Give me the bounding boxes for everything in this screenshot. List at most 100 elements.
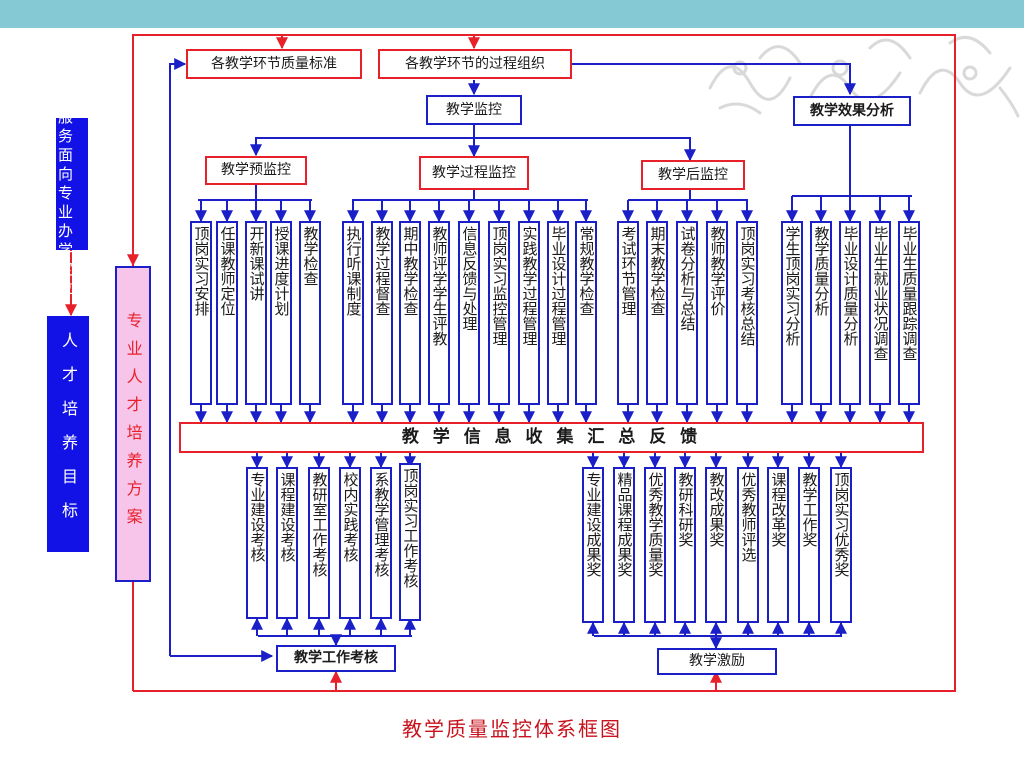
assess-item: 教研室工作考核 [308, 467, 330, 619]
assess-item: 课程建设考核 [276, 467, 298, 619]
talent-goal-label: 人才培养目标 [59, 332, 78, 536]
effect-item-label: 教学质量分析 [812, 226, 831, 316]
pre-item: 教学检查 [299, 221, 321, 405]
incentive-box: 教学激励 [657, 648, 777, 675]
post-item: 试卷分析与总结 [676, 221, 698, 405]
award-item: 教学工作奖 [798, 467, 820, 623]
assess-item-label: 课程建设考核 [278, 472, 297, 562]
assess-item-label: 教研室工作考核 [310, 472, 329, 577]
process-item-label: 信息反馈与处理 [460, 226, 479, 331]
assess-item: 校内实践考核 [339, 467, 361, 619]
teaching-monitor-label: 教学监控 [446, 101, 502, 118]
post-monitor-label: 教学后监控 [658, 166, 728, 183]
award-item: 精品课程成果奖 [613, 467, 635, 623]
award-item: 优秀教师评选 [737, 467, 759, 623]
pre-item-label: 授课进度计划 [272, 226, 291, 316]
award-item-label: 优秀教学质量奖 [646, 472, 665, 577]
process-item: 执行听课制度 [342, 221, 364, 405]
work-assess-label: 教学工作考核 [294, 650, 378, 667]
award-item-label: 教学工作奖 [800, 472, 819, 547]
process-item-label: 教师评学学生评教 [430, 226, 449, 346]
process-org-label: 各教学环节的过程组织 [405, 55, 545, 72]
process-item: 教学过程督查 [371, 221, 393, 405]
post-item: 教师教学评价 [706, 221, 728, 405]
effect-item: 学生顶岗实习分析 [781, 221, 803, 405]
post-item-label: 顶岗实习考核总结 [738, 226, 757, 346]
teaching-monitor-box: 教学监控 [426, 95, 522, 125]
post-monitor-box: 教学后监控 [641, 160, 745, 190]
process-item-label: 教学过程督查 [373, 226, 392, 316]
pre-item: 开新课试讲 [245, 221, 267, 405]
top-banner [0, 0, 1024, 28]
assess-item-label: 专业建设考核 [248, 472, 267, 562]
award-item-label: 精品课程成果奖 [615, 472, 634, 577]
award-item-label: 课程改革奖 [769, 472, 788, 547]
award-item-label: 专业建设成果奖 [584, 472, 603, 577]
process-item: 常规教学检查 [575, 221, 597, 405]
effect-item-label: 毕业设计质量分析 [841, 226, 860, 346]
process-monitor-box: 教学过程监控 [419, 156, 529, 190]
effect-item: 毕业设计质量分析 [839, 221, 861, 405]
pre-item-label: 开新课试讲 [247, 226, 266, 301]
award-item-label: 顶岗实习优秀奖 [832, 472, 851, 577]
award-item: 教改成果奖 [705, 467, 727, 623]
effect-item-label: 学生顶岗实习分析 [783, 226, 802, 346]
effect-item: 毕业生质量跟踪调查 [898, 221, 920, 405]
award-item: 顶岗实习优秀奖 [830, 467, 852, 623]
process-item-label: 执行听课制度 [344, 226, 363, 316]
process-org-box: 各教学环节的过程组织 [378, 49, 572, 79]
post-item: 期末教学检查 [646, 221, 668, 405]
pre-monitor-label: 教学预监控 [221, 162, 291, 179]
process-item-label: 顶岗实习监控管理 [490, 226, 509, 346]
award-item-label: 教研科研奖 [676, 472, 695, 547]
post-item: 顶岗实习考核总结 [736, 221, 758, 405]
assess-item: 系教学管理考核 [370, 467, 392, 619]
post-item-label: 教师教学评价 [708, 226, 727, 316]
process-item-label: 毕业设计过程管理 [549, 226, 568, 346]
positioning-box: 专业服务面向专业办学定位 [56, 70, 88, 297]
process-item: 实践教学过程管理 [518, 221, 540, 405]
award-item: 课程改革奖 [767, 467, 789, 623]
pre-item-label: 顶岗实习安排 [192, 226, 211, 316]
assess-item: 顶岗实习工作考核 [399, 463, 421, 621]
award-item-label: 优秀教师评选 [739, 472, 758, 562]
award-item: 教研科研奖 [674, 467, 696, 623]
post-item: 考试环节管理 [617, 221, 639, 405]
process-item-label: 常规教学检查 [577, 226, 596, 316]
award-item: 专业建设成果奖 [582, 467, 604, 623]
pre-monitor-box: 教学预监控 [205, 156, 307, 185]
process-item: 教师评学学生评教 [428, 221, 450, 405]
process-item: 毕业设计过程管理 [547, 221, 569, 405]
feedback-bar-label: 教 学 信 息 收 集 汇 总 反 馈 [401, 427, 702, 448]
process-item-label: 实践教学过程管理 [520, 226, 539, 346]
talent-plan-box: 专业人才培养方案 [115, 266, 151, 582]
process-item: 顶岗实习监控管理 [488, 221, 510, 405]
diagram-caption: 教学质量监控体系框图 [402, 717, 622, 741]
feedback-bar: 教 学 信 息 收 集 汇 总 反 馈 [179, 422, 924, 453]
process-item: 期中教学检查 [399, 221, 421, 405]
work-assess-box: 教学工作考核 [276, 645, 396, 672]
pre-item-label: 任课教师定位 [218, 226, 237, 316]
effect-item-label: 毕业生质量跟踪调查 [900, 226, 919, 361]
post-item-label: 考试环节管理 [619, 226, 638, 316]
pre-item: 顶岗实习安排 [190, 221, 212, 405]
pre-item: 授课进度计划 [270, 221, 292, 405]
talent-plan-label: 专业人才培养方案 [123, 312, 143, 536]
process-monitor-label: 教学过程监控 [432, 164, 516, 181]
pre-item-label: 教学检查 [301, 226, 320, 286]
pre-item: 任课教师定位 [216, 221, 238, 405]
effect-analysis-box: 教学效果分析 [793, 96, 911, 126]
assess-item-label: 系教学管理考核 [372, 472, 391, 577]
effect-item: 教学质量分析 [810, 221, 832, 405]
post-item-label: 期末教学检查 [648, 226, 667, 316]
positioning-label: 专业服务面向专业办学定位 [58, 70, 74, 297]
assess-item-label: 顶岗实习工作考核 [401, 468, 420, 588]
assess-item-label: 校内实践考核 [341, 472, 360, 562]
process-item-label: 期中教学检查 [401, 226, 420, 316]
award-item-label: 教改成果奖 [707, 472, 726, 547]
effect-item: 毕业生就业状况调查 [869, 221, 891, 405]
effect-analysis-label: 教学效果分析 [810, 102, 894, 119]
award-item: 优秀教学质量奖 [644, 467, 666, 623]
incentive-label: 教学激励 [689, 653, 745, 670]
